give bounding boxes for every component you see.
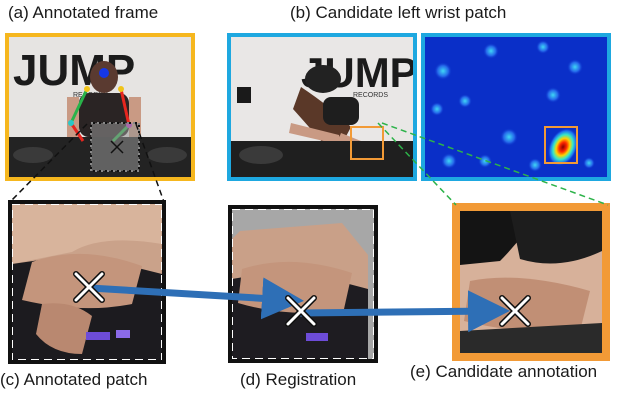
caption-a: (a) Annotated frame [8, 3, 159, 22]
candidate-frame: JUMP RECORDS [227, 33, 417, 181]
caption-c: (c) Annotated patch [0, 370, 148, 389]
heatmap-peak [547, 127, 579, 167]
registration-image [232, 209, 374, 359]
registration-patch [228, 205, 378, 363]
candidate-annotation-image [460, 211, 602, 353]
candidate-guide-right [381, 122, 609, 206]
annotated-frame: JUMP RECORDS [5, 33, 195, 181]
x-marker-annotated [73, 271, 105, 303]
arrow-to-candidate [299, 290, 510, 333]
zoom-guide-left [9, 123, 88, 203]
caption-b: (b) Candidate left wrist patch [290, 3, 507, 22]
annotated-patch-image [12, 204, 162, 360]
caption-e: (e) Candidate annotation [410, 362, 598, 381]
x-marker-registration [285, 295, 317, 327]
zoom-guide-right [135, 123, 165, 203]
candidate-frame-image: JUMP RECORDS [231, 37, 413, 177]
heatmap-image [425, 37, 607, 177]
heatmap-box [544, 126, 578, 164]
candidate-guide-left [377, 122, 457, 206]
head-keypoint [99, 68, 109, 78]
x-marker-candidate [499, 295, 531, 327]
candidate-annotation-patch [452, 203, 610, 361]
caption-d: (d) Registration [240, 370, 357, 389]
candidate-box [350, 126, 384, 160]
arrow-to-registration [89, 277, 304, 320]
svg-text:RECORDS: RECORDS [353, 92, 388, 99]
heatmap [421, 33, 611, 181]
annotated-frame-image: JUMP RECORDS [9, 37, 191, 177]
